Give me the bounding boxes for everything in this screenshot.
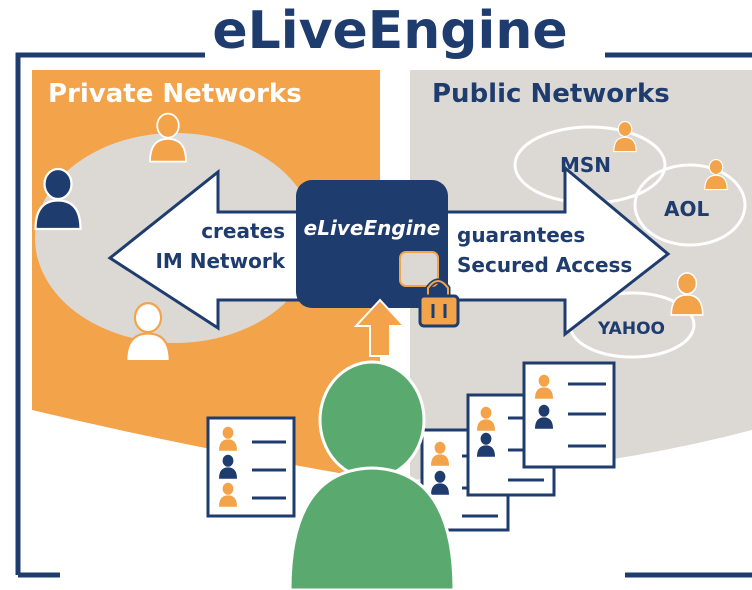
public-networks-heading: Public Networks bbox=[432, 79, 670, 109]
left-arrow-line1: creates bbox=[201, 219, 285, 243]
engine-box bbox=[296, 180, 448, 308]
frame-lines bbox=[15, 52, 752, 578]
left-arrow-line2: IM Network bbox=[155, 249, 285, 273]
right-arrow-line2: Secured Access bbox=[457, 253, 632, 277]
right-arrow bbox=[438, 164, 671, 338]
yahoo-label: YAHOO bbox=[597, 319, 665, 339]
aol-label: AOL bbox=[664, 197, 709, 221]
left-arrow bbox=[107, 168, 307, 331]
padlock-icon bbox=[418, 278, 460, 328]
up-arrow-icon bbox=[353, 298, 407, 357]
engine-window bbox=[399, 251, 439, 287]
private-networks-heading: Private Networks bbox=[48, 79, 302, 109]
contact-list-icon bbox=[206, 416, 296, 518]
engine-label: eLiveEngine bbox=[304, 216, 441, 240]
contact-list-icon bbox=[522, 361, 616, 469]
main-user-icon bbox=[288, 360, 456, 590]
right-arrow-line1: guarantees bbox=[457, 223, 585, 247]
page-title: eLiveEngine bbox=[212, 1, 567, 61]
